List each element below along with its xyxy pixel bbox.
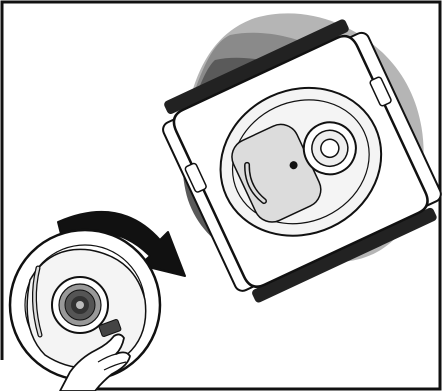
pool-robot: [152, 12, 442, 309]
handle-knob-icon: [52, 277, 108, 333]
